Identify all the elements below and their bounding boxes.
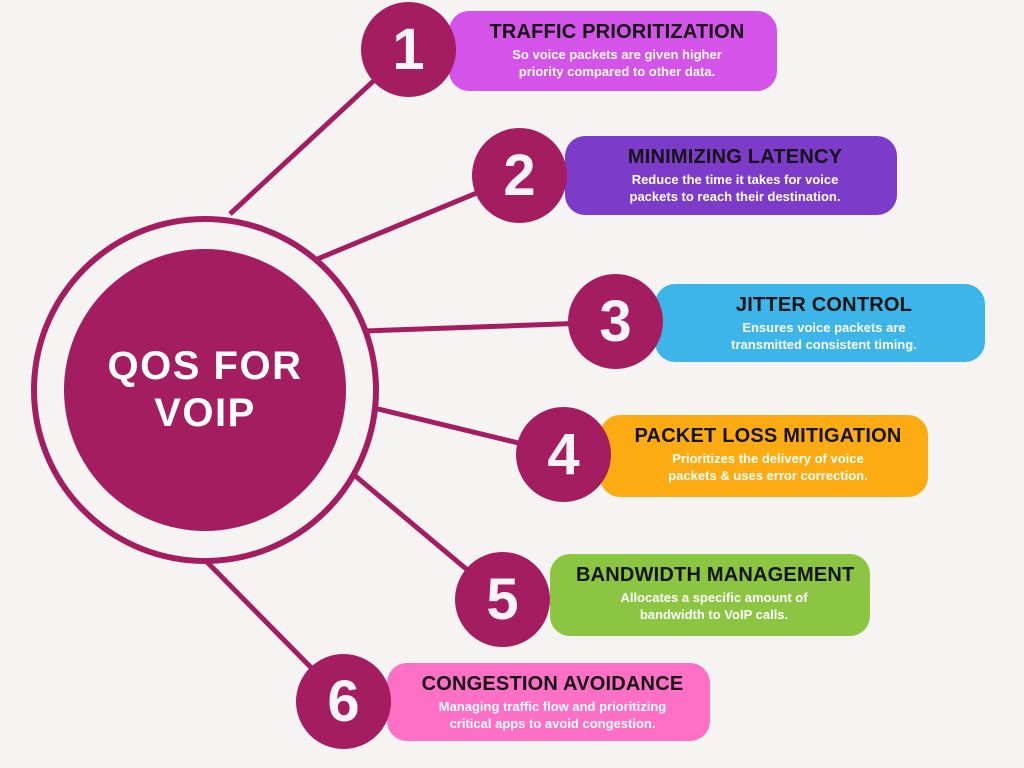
item-5-title: BANDWIDTH MANAGEMENT <box>576 564 855 586</box>
hub-title: QOS FOR VOIP <box>108 343 303 437</box>
item-5-banner: BANDWIDTH MANAGEMENT Allocates a specifi… <box>550 554 870 636</box>
item-3-desc-line1: Ensures voice packets are <box>742 320 906 335</box>
item-3-title: JITTER CONTROL <box>735 294 913 316</box>
item-2-description: Reduce the time it takes for voice packe… <box>591 172 879 206</box>
item-3-number-badge: 3 <box>568 274 663 369</box>
item-1-title: TRAFFIC PRIORITIZATION <box>489 21 745 43</box>
item-3-description: Ensures voice packets are transmitted co… <box>681 320 967 354</box>
item-4-desc-line1: Prioritizes the delivery of voice <box>672 451 864 466</box>
item-4-title: PACKET LOSS MITIGATION <box>634 425 902 447</box>
item-4-number-badge: 4 <box>516 407 611 502</box>
item-4-description: Prioritizes the delivery of voice packet… <box>626 451 910 485</box>
item-6-number: 6 <box>327 668 360 734</box>
item-1-description: So voice packets are given higher priori… <box>475 47 759 81</box>
item-6-banner: CONGESTION AVOIDANCE Managing traffic fl… <box>387 663 710 741</box>
hub-circle: QOS FOR VOIP <box>64 249 346 531</box>
item-1-banner: TRAFFIC PRIORITIZATION So voice packets … <box>449 11 777 91</box>
item-5-description: Allocates a specific amount of bandwidth… <box>576 590 852 624</box>
item-2-number: 2 <box>503 142 536 208</box>
item-3-banner: JITTER CONTROL Ensures voice packets are… <box>655 284 985 362</box>
item-6-description: Managing traffic flow and prioritizing c… <box>413 699 692 733</box>
item-2-title: MINIMIZING LATENCY <box>627 146 843 168</box>
item-6-title: CONGESTION AVOIDANCE <box>421 673 684 695</box>
item-5-number: 5 <box>486 566 519 632</box>
item-1-desc-line2: priority compared to other data. <box>518 63 716 79</box>
item-4-desc-line2: packets & uses error correction. <box>668 467 868 483</box>
item-2-banner: MINIMIZING LATENCY Reduce the time it ta… <box>565 136 897 215</box>
item-5-desc-line1: Allocates a specific amount of <box>620 590 808 605</box>
item-4-number: 4 <box>547 421 580 487</box>
hub-title-line1: QOS FOR <box>107 343 303 388</box>
item-6-number-badge: 6 <box>296 654 391 749</box>
item-5-number-badge: 5 <box>455 552 550 647</box>
hub-title-line2: VOIP <box>154 391 256 435</box>
item-3-desc-line2: transmitted consistent timing. <box>731 336 917 352</box>
item-5-desc-line2: bandwidth to VoIP calls. <box>639 606 789 622</box>
item-1-desc-line1: So voice packets are given higher <box>512 47 722 62</box>
item-2-desc-line2: packets to reach their destination. <box>629 188 841 204</box>
item-6-desc-line1: Managing traffic flow and prioritizing <box>438 699 667 714</box>
item-1-number: 1 <box>392 16 425 82</box>
item-2-desc-line1: Reduce the time it takes for voice <box>631 172 839 187</box>
item-6-desc-line2: critical apps to avoid congestion. <box>449 715 656 731</box>
item-4-banner: PACKET LOSS MITIGATION Prioritizes the d… <box>600 415 928 497</box>
item-2-number-badge: 2 <box>472 128 567 223</box>
item-1-number-badge: 1 <box>361 2 456 97</box>
item-3-number: 3 <box>599 288 632 354</box>
